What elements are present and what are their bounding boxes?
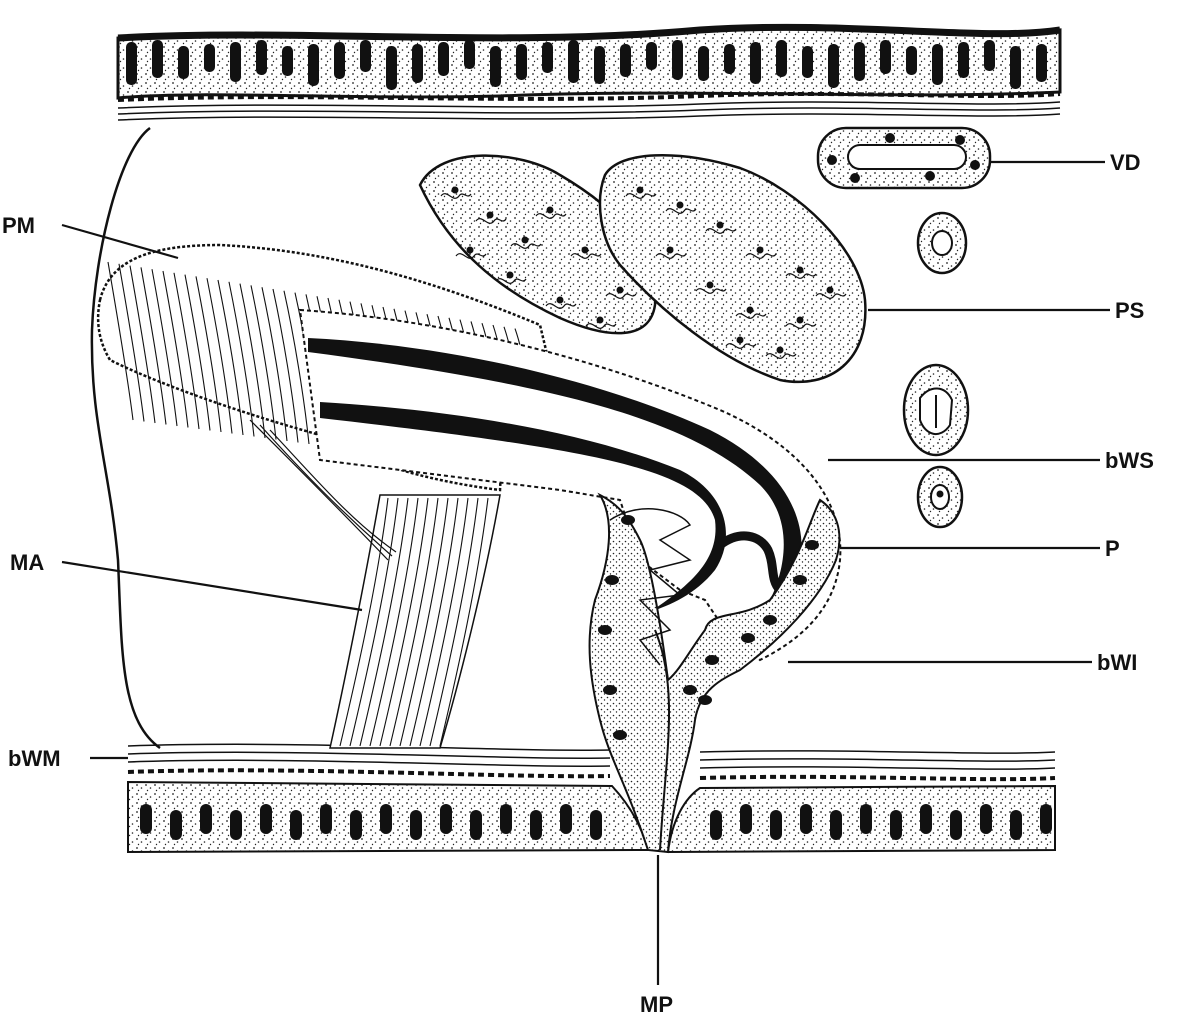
leader-ma [62,562,362,610]
small-duct-2 [904,365,968,455]
label-p: P [1105,536,1120,561]
label-vd: VD [1110,150,1141,175]
top-body-wall [118,27,1060,120]
small-duct-3 [918,467,962,527]
label-bwi: bWI [1097,650,1137,675]
label-ma: MA [10,550,44,575]
vas-deferens-section [818,128,990,188]
label-ps: PS [1115,298,1144,323]
label-bwm: bWM [8,746,61,771]
label-mp: MP [640,992,673,1017]
leader-pm [62,225,178,258]
small-duct-1 [918,213,966,273]
bottom-body-wall [128,744,1055,852]
label-bws: bWS [1105,448,1154,473]
bursa-outline [92,128,160,748]
label-pm: PM [2,213,35,238]
